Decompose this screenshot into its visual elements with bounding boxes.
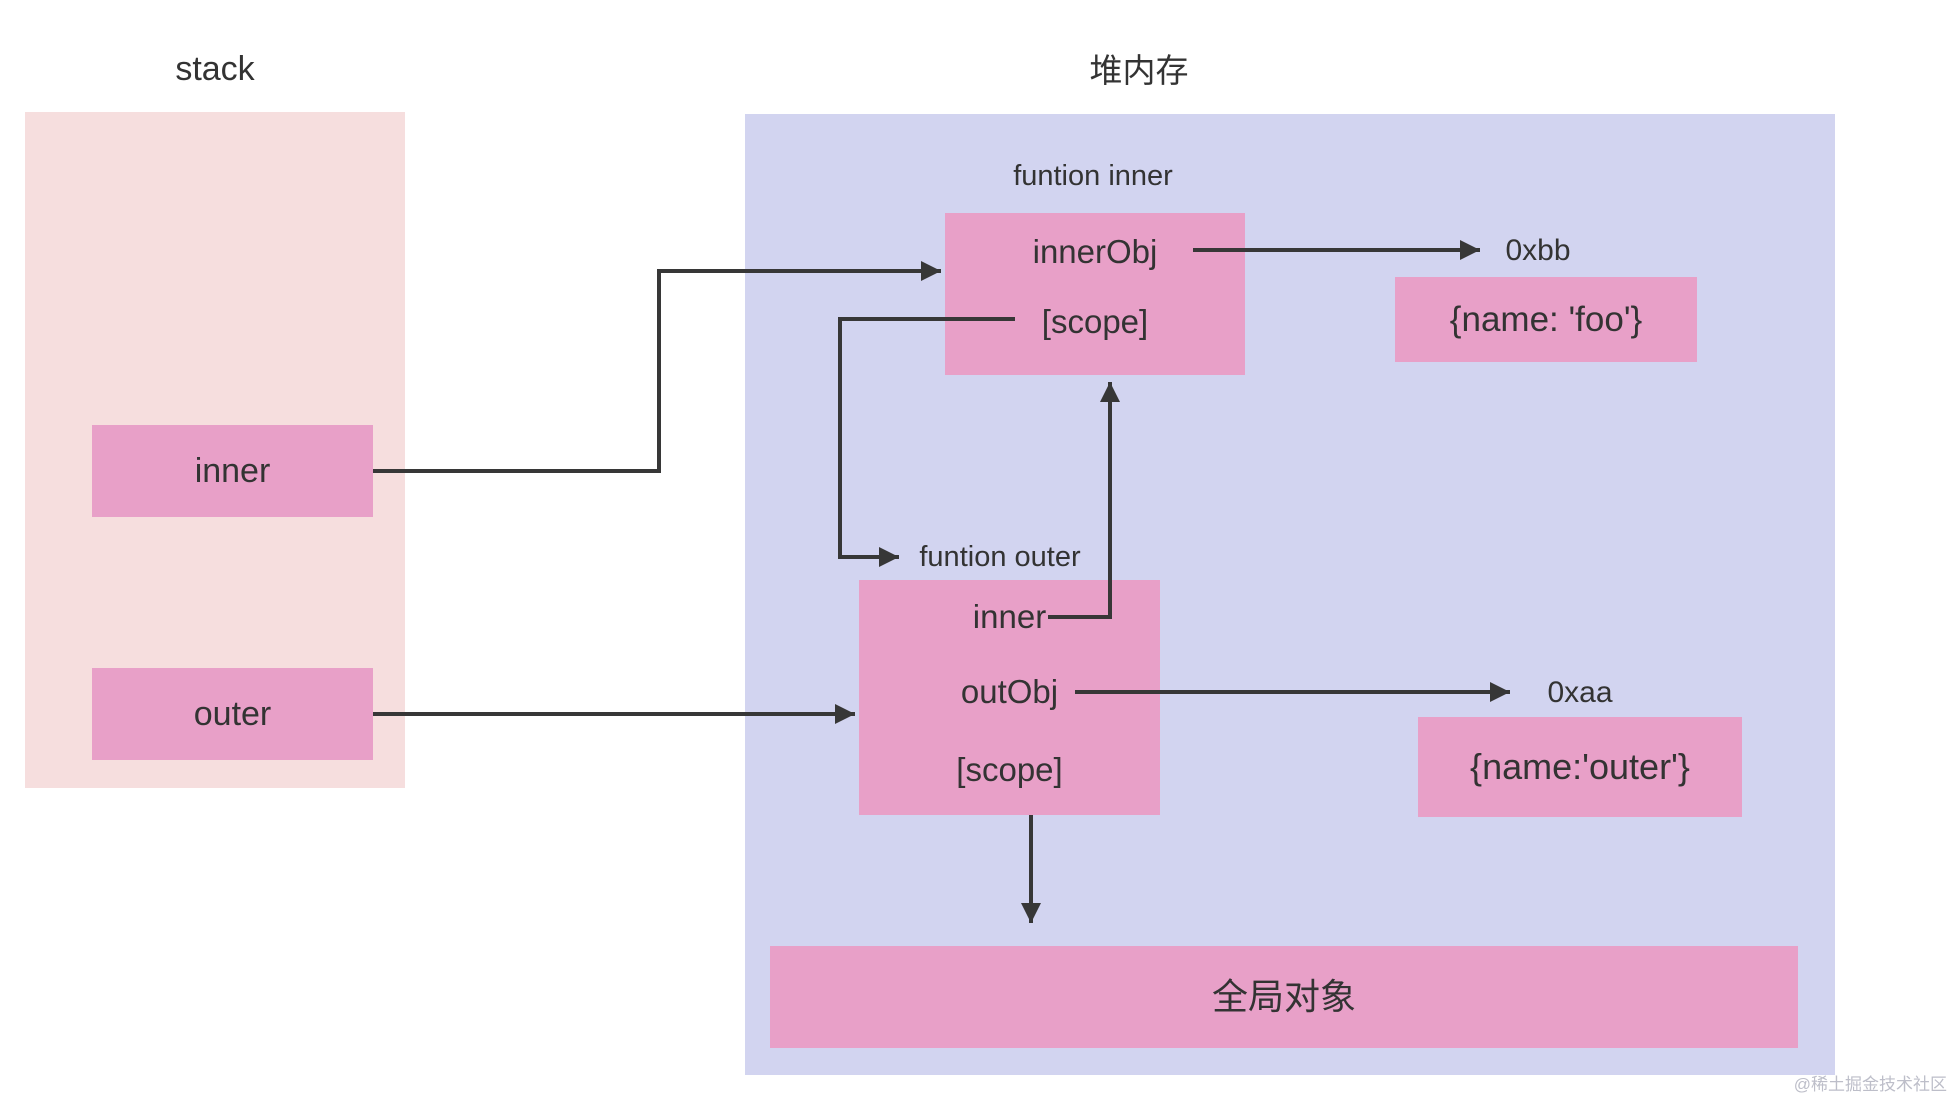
address-0xaa: 0xaa: [1547, 676, 1613, 709]
function-outer-row-scope: [scope]: [956, 751, 1063, 788]
object-outer: {name:'outer'}: [1418, 717, 1742, 817]
function-outer-row-inner: inner: [972, 598, 1047, 635]
function-outer-label: funtion outer: [919, 541, 1081, 573]
stack-title: stack: [175, 50, 255, 88]
function-inner-row-innerobj: innerObj: [1032, 233, 1158, 270]
watermark: @稀土掘金技术社区: [1793, 1075, 1947, 1094]
function-inner-box: innerObj [scope]: [945, 213, 1245, 375]
function-inner-row-scope: [scope]: [1041, 303, 1149, 340]
function-outer-box: inner outObj [scope]: [859, 580, 1160, 815]
address-0xbb: 0xbb: [1505, 234, 1571, 267]
global-object-bar: 全局对象: [770, 946, 1798, 1048]
stack-var-outer: outer: [92, 668, 373, 760]
function-inner-label: funtion inner: [1013, 160, 1173, 192]
function-outer-row-outobj: outObj: [960, 673, 1059, 710]
object-foo: {name: 'foo'}: [1395, 277, 1697, 362]
stack-var-inner: inner: [92, 425, 373, 517]
heap-title: 堆内存: [1089, 52, 1189, 89]
